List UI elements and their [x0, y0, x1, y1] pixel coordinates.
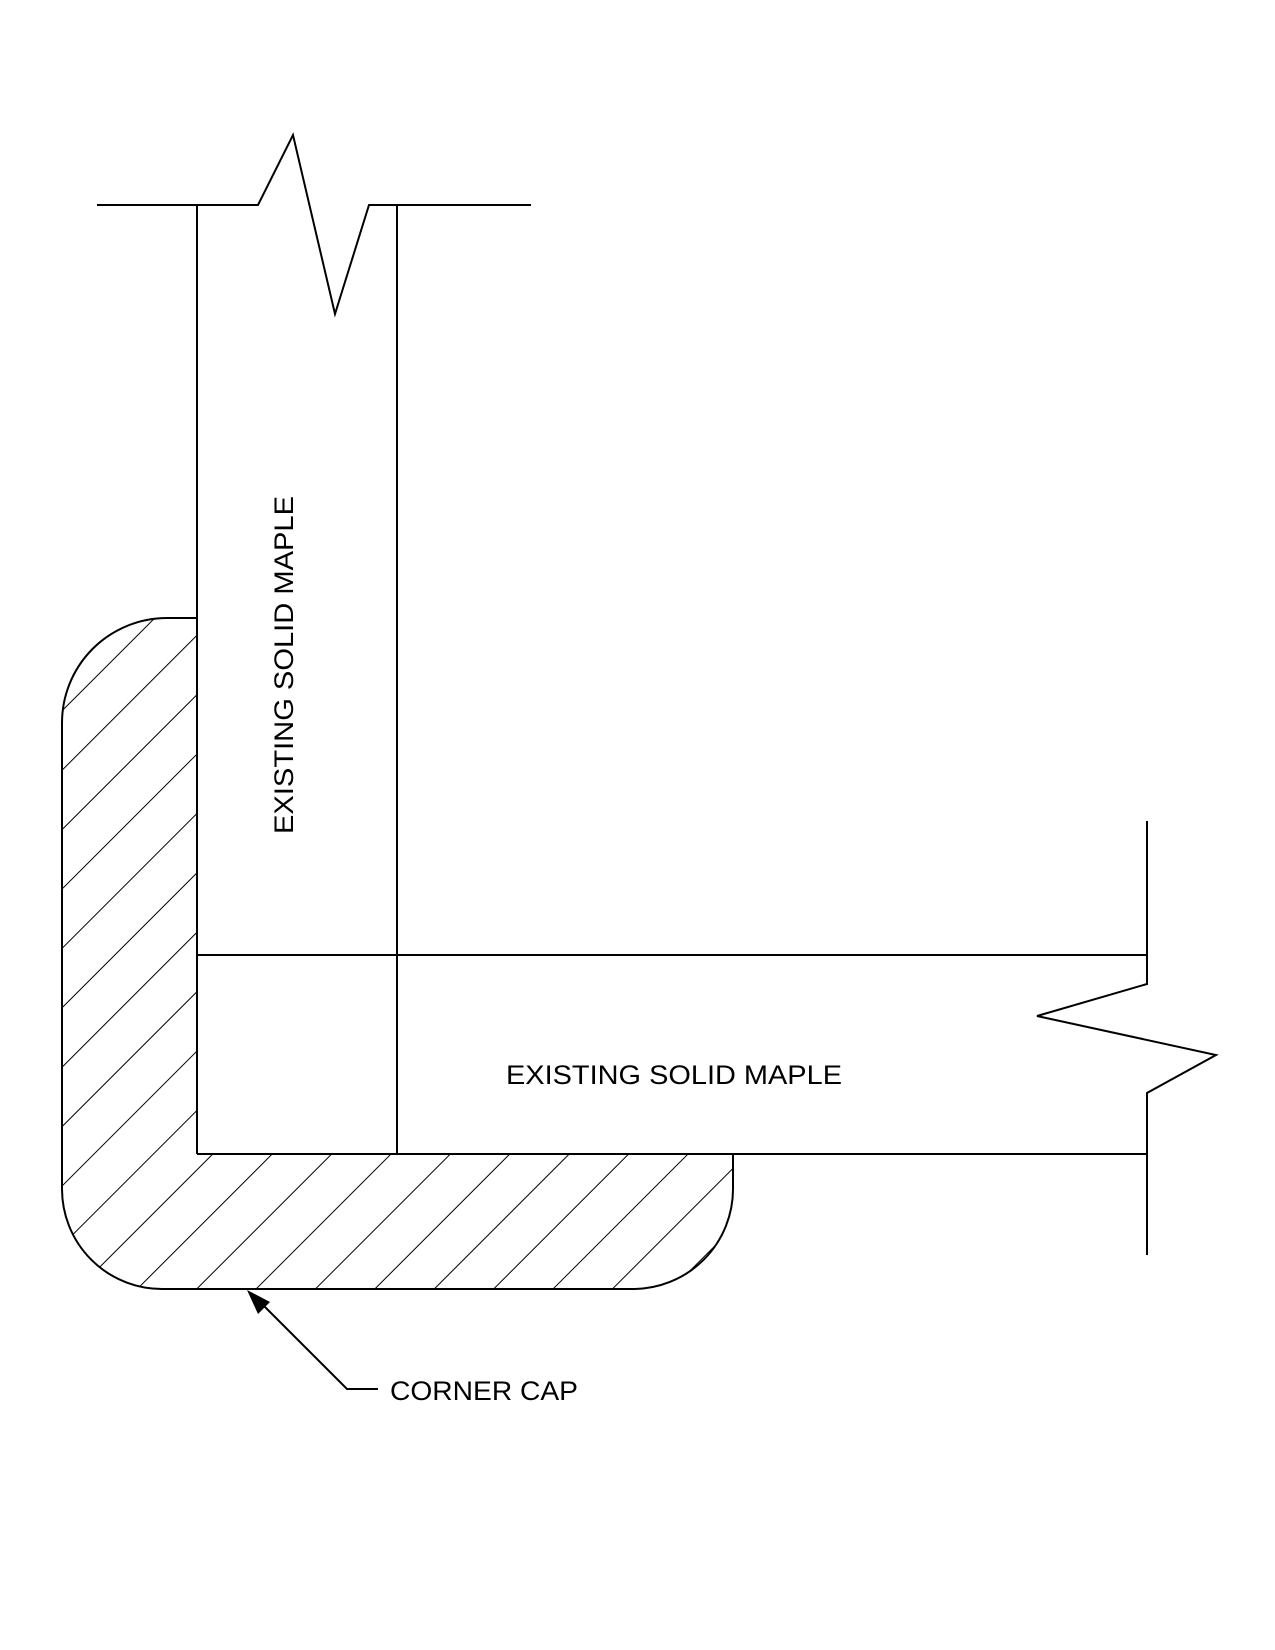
corner-cap-callout: CORNER CAP — [247, 1290, 578, 1406]
horizontal-board-label: EXISTING SOLID MAPLE — [506, 1060, 842, 1090]
arrowhead-icon — [247, 1290, 270, 1314]
break-line-top — [97, 132, 531, 318]
corner-cap-label: CORNER CAP — [390, 1376, 578, 1406]
break-line-right — [1036, 821, 1219, 1255]
corner-cap-hatch — [62, 618, 733, 1289]
corner-cap-section — [61, 617, 734, 1290]
horizontal-maple-board: EXISTING SOLID MAPLE — [197, 821, 1219, 1255]
corner-cap-outline — [61, 617, 734, 1290]
leader-line — [257, 1299, 378, 1390]
vertical-board-label: EXISTING SOLID MAPLE — [269, 496, 299, 834]
vertical-maple-board: EXISTING SOLID MAPLE — [97, 132, 531, 1154]
